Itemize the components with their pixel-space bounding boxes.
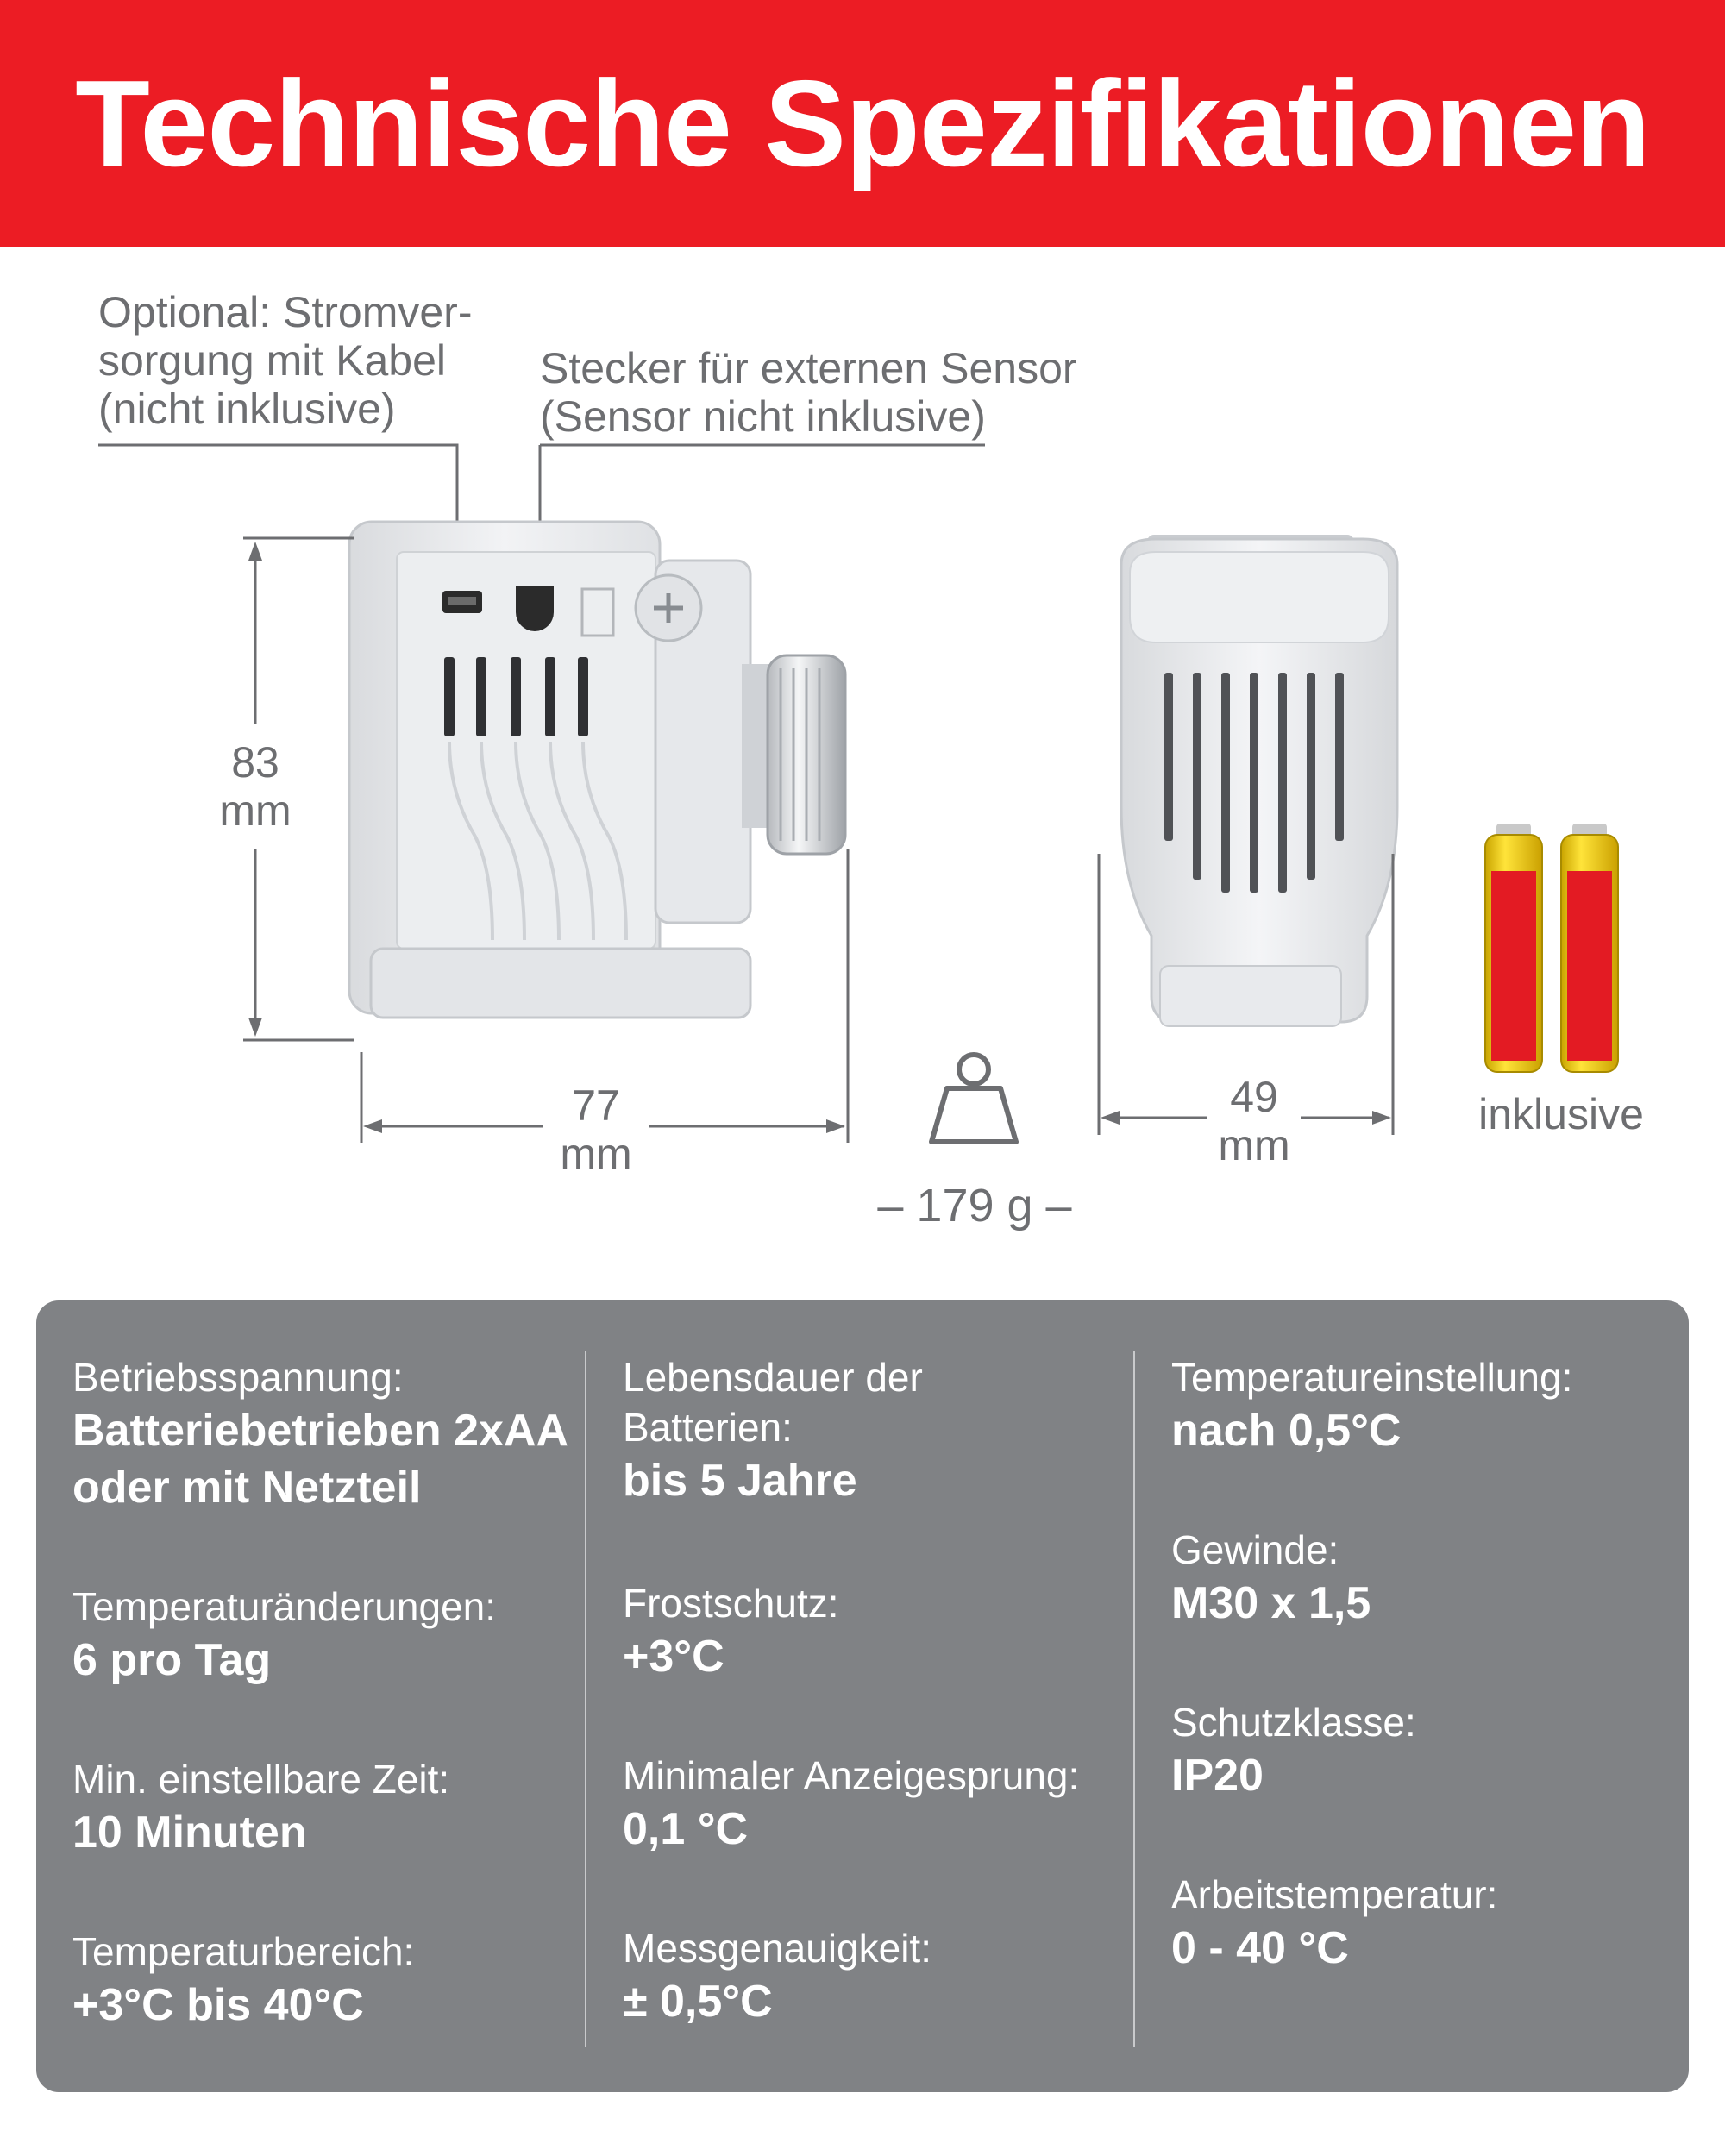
power-callout-line-1: Optional: Stromver- [98,288,473,336]
spec-label: Min. einstellbare Zeit: [72,1757,450,1802]
spec-value: 0 - 40 °C [1171,1923,1349,1973]
width-value: 77 [572,1081,620,1130]
spec-value: 6 pro Tag [72,1635,272,1685]
height-dimension: 83 mm [212,738,298,835]
header-banner: Technische Spezifikationen [0,0,1725,247]
sensor-callout-line-1: Stecker für externen Sensor [540,344,1077,392]
width-dimension: 77 mm [543,1081,649,1178]
spec-min-time: Min. einstellbare Zeit: 10 Minuten [72,1754,590,1861]
depth-unit: mm [1218,1121,1290,1169]
spec-frost-protection: Frostschutz: +3°C [623,1578,1140,1685]
spec-battery-life: Lebensdauer der Batterien: bis 5 Jahre [623,1352,1140,1509]
spec-value: Batteriebetrieben 2xAA [72,1406,569,1456]
sensor-callout-line-2: (Sensor nicht inklusive) [540,392,986,441]
spec-label: Temperatureinstellung: [1171,1355,1573,1400]
power-callout-line-3: (nicht inklusive) [98,385,396,433]
specs-panel: Betriebsspannung: Batteriebetrieben 2xAA… [36,1300,1689,2092]
spec-value: ± 0,5°C [623,1977,773,2027]
power-callout: Optional: Stromver- sorgung mit Kabel (n… [98,288,472,433]
side-view-device [348,520,847,1019]
weight-icon [929,1052,1019,1144]
spec-value: +3°C bis 40°C [72,1980,364,2030]
weight-label: – 179 g – [877,1180,1072,1232]
product-illustration [98,443,1619,1144]
batteries-included-label: inklusive [1478,1090,1644,1138]
battery-icon [1484,824,1619,1073]
power-callout-line-2: sorgung mit Kabel [98,336,447,385]
spec-label: Lebensdauer der [623,1355,923,1400]
spec-display-step: Minimaler Anzeigesprung: 0,1 °C [623,1751,1140,1858]
spec-operating-voltage: Betriebsspannung: Batteriebetrieben 2xAA… [72,1352,590,1516]
spec-value: M30 x 1,5 [1171,1578,1371,1628]
spec-temperature-range: Temperaturbereich: +3°C bis 40°C [72,1927,590,2034]
spec-value: +3°C [623,1632,724,1682]
spec-label: Temperaturbereich: [72,1929,415,1974]
dimension-lines [243,536,1395,1143]
spec-value: nach 0,5°C [1171,1406,1402,1456]
spec-protection-class: Schutzklasse: IP20 [1171,1697,1689,1804]
front-view-device [1120,535,1399,1027]
depth-value: 49 [1230,1073,1278,1121]
width-unit: mm [560,1130,632,1178]
spec-measurement-accuracy: Messgenauigkeit: ± 0,5°C [623,1923,1140,2030]
spec-value: oder mit Netzteil [72,1463,422,1513]
spec-value: 10 Minuten [72,1808,307,1858]
spec-label: Betriebsspannung: [72,1355,404,1400]
column-divider [1133,1351,1135,2047]
spec-label: Batterien: [623,1405,793,1450]
spec-label: Schutzklasse: [1171,1700,1416,1745]
spec-value: 0,1 °C [623,1804,749,1854]
spec-label: Messgenauigkeit: [623,1926,932,1971]
spec-label: Arbeitstemperatur: [1171,1872,1498,1917]
spec-label: Gewinde: [1171,1527,1339,1572]
spec-thread: Gewinde: M30 x 1,5 [1171,1525,1689,1632]
spec-label: Temperaturänderungen: [72,1584,496,1629]
column-divider [585,1351,586,2047]
spec-working-temperature: Arbeitstemperatur: 0 - 40 °C [1171,1870,1689,1977]
spec-label: Frostschutz: [623,1581,839,1626]
spec-value: bis 5 Jahre [623,1456,857,1506]
page-title: Technische Spezifikationen [75,55,1651,192]
height-unit: mm [219,787,292,835]
spec-label: Minimaler Anzeigesprung: [623,1753,1080,1798]
spec-temperature-changes: Temperaturänderungen: 6 pro Tag [72,1582,590,1689]
height-value: 83 [231,738,279,787]
sensor-callout: Stecker für externen Sensor (Sensor nich… [540,344,1077,441]
depth-dimension: 49 mm [1202,1073,1306,1169]
spec-temperature-setting: Temperatureinstellung: nach 0,5°C [1171,1352,1689,1459]
spec-value: IP20 [1171,1751,1264,1801]
